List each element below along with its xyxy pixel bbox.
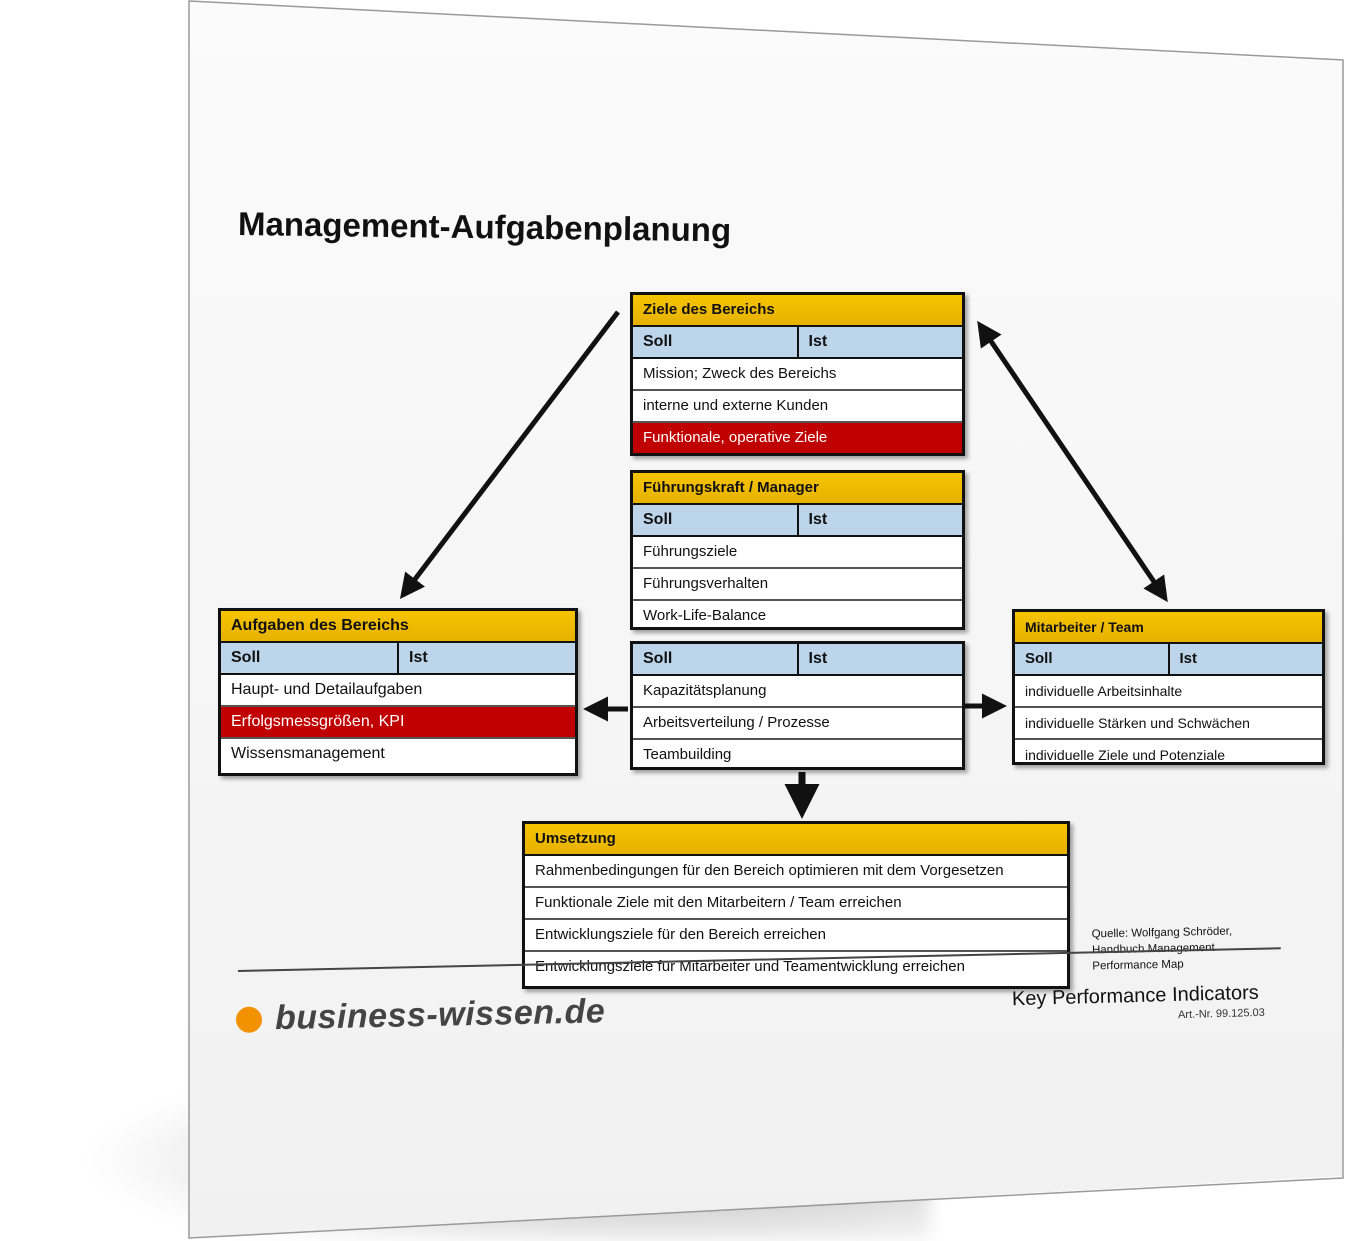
list-item: Work-Life-Balance bbox=[643, 607, 767, 624]
box-kapazitaet: Soll Ist Kapazitätsplanung Arbeitsvertei… bbox=[630, 641, 965, 770]
box-ziele-des-bereichs: Ziele des Bereichs Soll Ist Mission; Zwe… bbox=[630, 292, 965, 456]
list-item-highlight: Erfolgsmessgrößen, KPI bbox=[221, 707, 575, 739]
soll-ist-header: Soll Ist bbox=[633, 644, 962, 676]
soll-ist-header: Soll Ist bbox=[633, 505, 962, 537]
list-item: Arbeitsverteilung / Prozesse bbox=[633, 708, 962, 740]
ist-label: Ist bbox=[796, 644, 963, 674]
list-item: Wissensmanagement bbox=[231, 745, 385, 762]
arrow-ziele-to-aufgaben bbox=[399, 310, 620, 599]
list-item: Entwicklungsziele für den Bereich erreic… bbox=[525, 920, 1067, 952]
ist-label: Ist bbox=[1167, 644, 1323, 674]
soll-label: Soll bbox=[231, 649, 261, 666]
ist-label: Ist bbox=[796, 505, 963, 535]
arrow-ziele-mitarbeiter bbox=[977, 320, 1168, 603]
ist-label: Ist bbox=[796, 327, 963, 357]
list-item-highlight: Funktionale, operative Ziele bbox=[633, 423, 962, 453]
box-header: Aufgaben des Bereichs bbox=[221, 611, 575, 643]
soll-label: Soll bbox=[643, 511, 673, 528]
soll-label: Soll bbox=[643, 333, 673, 350]
list-item: Mission; Zweck des Bereichs bbox=[633, 359, 962, 391]
box-header: Führungskraft / Manager bbox=[633, 473, 962, 505]
soll-ist-header: Soll Ist bbox=[633, 327, 962, 359]
list-item: individuelle Stärken und Schwächen bbox=[1015, 708, 1322, 740]
list-item: Rahmenbedingungen für den Bereich optimi… bbox=[525, 856, 1067, 888]
soll-ist-header: Soll Ist bbox=[221, 643, 575, 675]
article-number: Art.-Nr. 99.125.03 bbox=[1177, 1006, 1265, 1022]
list-item: individuelle Ziele und Potenziale bbox=[1025, 747, 1226, 763]
list-item: Funktionale Ziele mit den Mitarbeitern /… bbox=[525, 888, 1067, 920]
soll-label: Soll bbox=[643, 650, 673, 667]
box-header: Mitarbeiter / Team bbox=[1015, 612, 1322, 644]
list-item: Entwicklungsziele für Mitarbeiter und Te… bbox=[535, 958, 965, 975]
list-item: Führungsverhalten bbox=[633, 569, 962, 601]
brand-name: business-wissen.de bbox=[274, 992, 606, 1038]
brand-logo: business-wissen.de bbox=[235, 992, 606, 1039]
list-item: Haupt- und Detailaufgaben bbox=[221, 675, 575, 707]
box-header: Umsetzung bbox=[525, 824, 1067, 856]
list-item: Teambuilding bbox=[643, 746, 732, 763]
list-item: individuelle Arbeitsinhalte bbox=[1015, 676, 1322, 708]
list-item: Führungsziele bbox=[633, 537, 962, 569]
box-mitarbeiter-team: Mitarbeiter / Team Soll Ist individuelle… bbox=[1012, 609, 1325, 765]
ist-label: Ist bbox=[397, 643, 575, 673]
soll-ist-header: Soll Ist bbox=[1015, 644, 1322, 676]
box-aufgaben-des-bereichs: Aufgaben des Bereichs Soll Ist Haupt- un… bbox=[218, 608, 578, 776]
box-fuehrungskraft: Führungskraft / Manager Soll Ist Führung… bbox=[630, 470, 965, 630]
list-item: interne und externe Kunden bbox=[633, 391, 962, 423]
soll-label: Soll bbox=[1025, 650, 1053, 667]
brand-dot-icon bbox=[235, 1005, 263, 1033]
box-header: Ziele des Bereichs bbox=[633, 295, 962, 327]
list-item: Kapazitätsplanung bbox=[633, 676, 962, 708]
source-line: Performance Map bbox=[1092, 958, 1184, 973]
